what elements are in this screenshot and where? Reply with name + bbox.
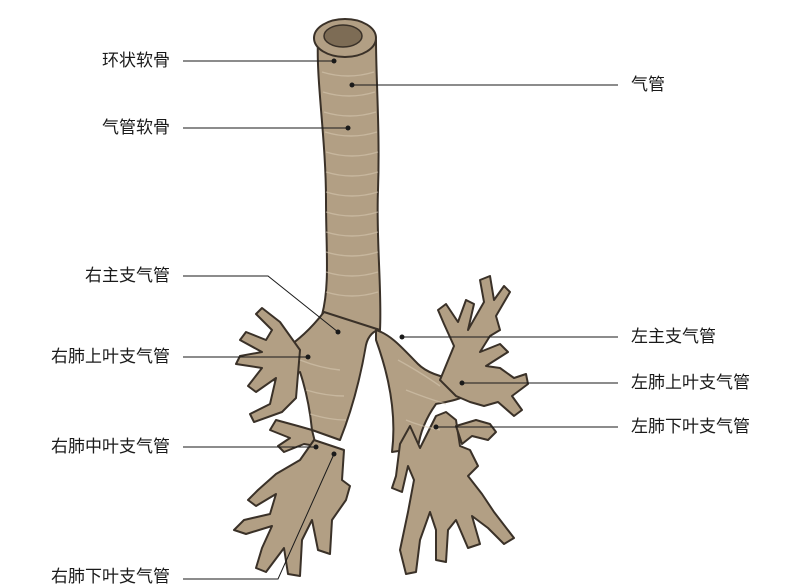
label-right-middle-lobe-bronchus: 右肺中叶支气管 — [2, 437, 170, 457]
right-lower-branches — [234, 440, 350, 576]
left-lower-branches — [392, 412, 514, 574]
label-left-upper-lobe-bronchus: 左肺上叶支气管 — [631, 373, 750, 393]
cricoid-ring-lumen — [324, 25, 362, 47]
label-cricoid-cartilage: 环状软骨 — [60, 51, 170, 71]
right-upper-branches — [236, 308, 300, 422]
trachea-shape — [318, 40, 381, 330]
label-tracheal-cartilage: 气管软骨 — [60, 118, 170, 138]
left-lower-side-branch — [456, 420, 496, 444]
label-left-lower-lobe-bronchus: 左肺下叶支气管 — [631, 417, 750, 437]
label-right-main-bronchus: 右主支气管 — [30, 266, 170, 286]
label-left-main-bronchus: 左主支气管 — [631, 327, 716, 347]
label-right-lower-lobe-bronchus: 右肺下叶支气管 — [2, 567, 170, 587]
label-right-upper-lobe-bronchus: 右肺上叶支气管 — [2, 347, 170, 367]
label-trachea: 气管 — [631, 75, 665, 95]
